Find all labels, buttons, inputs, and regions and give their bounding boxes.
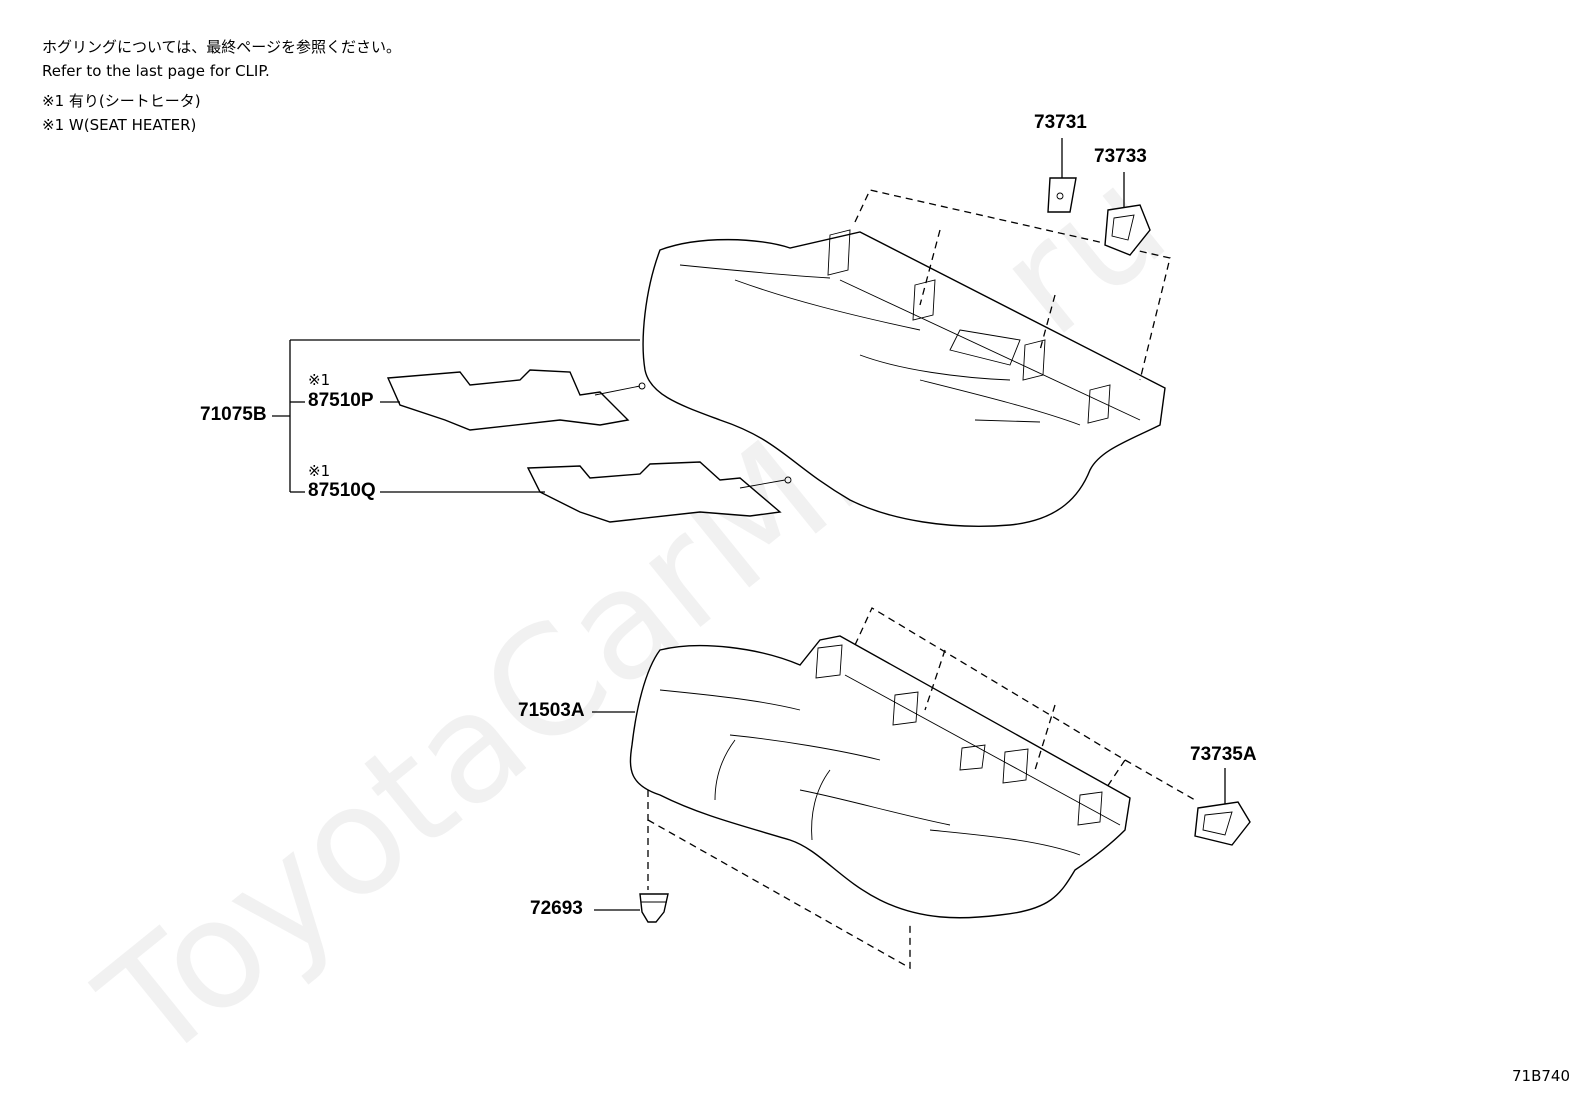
clip-73735a — [1194, 768, 1251, 846]
note-hog-ring-jp: ホグリングについては、最終ページを参照ください。 — [42, 38, 401, 56]
note-hog-ring-en: Refer to the last page for CLIP. — [42, 62, 270, 80]
part-number-87510p[interactable]: 87510P — [308, 390, 374, 411]
part-number-87510q[interactable]: 87510Q — [308, 480, 376, 501]
part-number-72693[interactable]: 72693 — [530, 898, 583, 919]
bracket-71075b — [272, 339, 640, 493]
clip-72693 — [639, 893, 669, 923]
diagram-code: 71B740 — [1511, 1067, 1570, 1085]
note-heater-en: ※1 W(SEAT HEATER) — [42, 116, 197, 134]
note-heater-jp: ※1 有り(シートヒータ) — [42, 92, 201, 110]
heater-mark-q: ※1 — [308, 462, 331, 480]
clip-73731 — [1047, 138, 1077, 213]
part-number-73733[interactable]: 73733 — [1094, 146, 1147, 167]
clip-73733 — [1104, 172, 1151, 256]
seat-heater-87510q — [526, 461, 792, 523]
seat-heater-87510p — [386, 369, 646, 431]
part-number-73735a[interactable]: 73735A — [1190, 744, 1257, 765]
seat-cover-upper — [642, 189, 1171, 527]
seat-pad-lower — [629, 607, 1196, 970]
part-number-71075b[interactable]: 71075B — [200, 404, 267, 425]
heater-mark-p: ※1 — [308, 371, 331, 389]
part-number-71503a[interactable]: 71503A — [518, 700, 585, 721]
part-number-73731[interactable]: 73731 — [1034, 112, 1087, 133]
